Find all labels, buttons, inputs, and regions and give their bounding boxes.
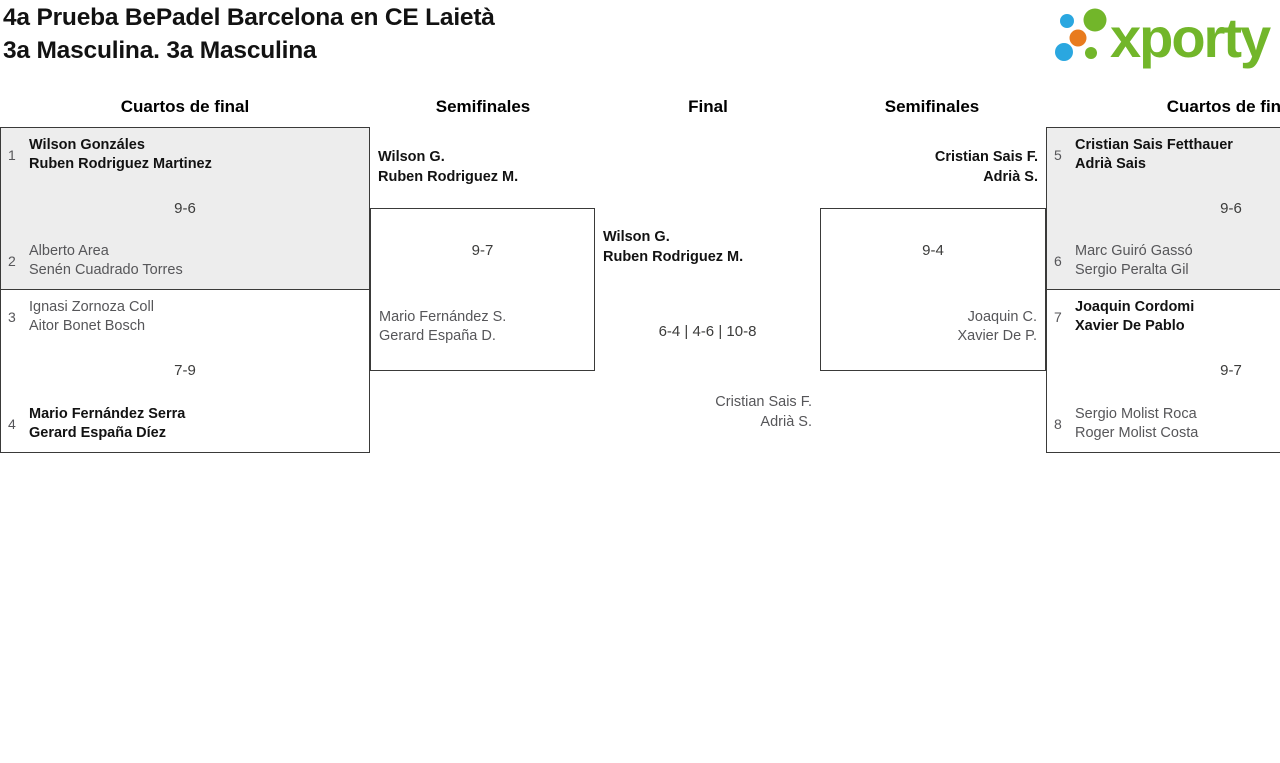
player-name: Ruben Rodriguez M. xyxy=(378,168,519,185)
match-box-qf-left-top: 1 Wilson Gonzáles Ruben Rodriguez Martin… xyxy=(0,127,370,290)
round-header-sf-left: Semifinales xyxy=(435,97,531,116)
team-row: 2 Alberto Area Senén Cuadrado Torres xyxy=(1,242,369,280)
player-name: Cristian Sais F. xyxy=(934,149,1038,165)
team-names-loser: Alberto Area Senén Cuadrado Torres xyxy=(29,242,183,280)
xporty-logo-text: xporty xyxy=(1110,6,1271,69)
player-name: Adrià S. xyxy=(983,168,1038,185)
seed-number: 6 xyxy=(1054,253,1062,269)
team-names-winner: Wilson Gonzáles Ruben Rodriguez Martinez xyxy=(29,136,212,174)
player-name: Sergio Molist Roca xyxy=(1075,406,1197,422)
player-name: Cristian Sais F. xyxy=(715,394,812,410)
player-name: Ruben Rodriguez Martinez xyxy=(29,156,212,172)
match-score: 9-7 xyxy=(1220,362,1242,379)
team-row: 6 Marc Guiró Gassó Sergio Peralta Gil xyxy=(1047,242,1280,280)
seed-number: 4 xyxy=(8,416,16,432)
player-name: Sergio Peralta Gil xyxy=(1075,262,1189,278)
team-names-winner: Cristian Sais Fetthauer Adrià Sais xyxy=(1075,136,1233,174)
player-name: Senén Cuadrado Torres xyxy=(29,262,183,278)
player-name: Roger Molist Costa xyxy=(1075,425,1199,441)
player-name: Wilson G. xyxy=(603,229,670,245)
player-name: Xavier De P. xyxy=(957,328,1037,344)
player-name: Wilson Gonzáles xyxy=(29,137,145,153)
round-header-qf-left: Cuartos de final xyxy=(120,97,250,116)
team-row: 3 Ignasi Zornoza Coll Aitor Bonet Bosch xyxy=(1,298,369,336)
seed-number: 7 xyxy=(1054,309,1062,325)
match-score: 9-4 xyxy=(922,242,944,259)
player-name: Xavier De Pablo xyxy=(1075,318,1185,334)
xporty-logo-graphic: xporty xyxy=(1055,6,1273,69)
logo-dot-blue-small xyxy=(1060,14,1074,28)
logo-dot-orange xyxy=(1069,29,1087,47)
seed-number: 5 xyxy=(1054,147,1062,163)
match-box-sf-left: 9-7 Mario Fernández S. Gerard España D. xyxy=(370,208,595,371)
team-names-winner: Mario Fernández Serra Gerard España Díez xyxy=(29,405,185,443)
round-header-final: Final xyxy=(688,97,728,116)
team-row: 4 Mario Fernández Serra Gerard España Dí… xyxy=(1,405,369,443)
team-names-loser: Sergio Molist Roca Roger Molist Costa xyxy=(1075,405,1198,443)
final-runnerup-label: Cristian Sais F. Adrià S. xyxy=(595,393,812,432)
player-name: Aitor Bonet Bosch xyxy=(29,318,146,334)
match-score: 9-6 xyxy=(1220,199,1242,217)
player-name: Ignasi Zornoza Coll xyxy=(29,299,154,315)
team-names-loser: Ignasi Zornoza Coll Aitor Bonet Bosch xyxy=(29,298,154,336)
logo-dot-green-small xyxy=(1085,47,1097,59)
final-winner-label: Wilson G. Ruben Rodriguez M. xyxy=(603,228,743,267)
player-name: Cristian Sais Fetthauer xyxy=(1075,137,1233,153)
player-name: Ruben Rodriguez M. xyxy=(603,248,744,265)
team-names-loser: Joaquin C. Xavier De P. xyxy=(829,308,1037,346)
logo-dot-green-large xyxy=(1083,8,1107,32)
player-name: Gerard España D. xyxy=(379,328,496,344)
seed-number: 3 xyxy=(8,309,16,325)
player-name: Gerard España Díez xyxy=(29,425,166,441)
match-box-qf-right-bottom: 7 Joaquin Cordomi Xavier De Pablo 9-7 8 … xyxy=(1046,289,1280,453)
team-names-winner: Joaquin Cordomi Xavier De Pablo xyxy=(1075,298,1194,336)
player-name: Alberto Area xyxy=(29,243,109,259)
page-title: 4a Prueba BePadel Barcelona en CE Laietà… xyxy=(3,1,495,67)
team-row: 7 Joaquin Cordomi Xavier De Pablo xyxy=(1047,298,1280,336)
tournament-name: 4a Prueba BePadel Barcelona en CE Laietà xyxy=(3,4,495,31)
seed-number: 8 xyxy=(1054,416,1062,432)
round-header-qf-right: Cuartos de final xyxy=(1166,97,1280,116)
logo-dot-blue-large xyxy=(1055,43,1073,61)
team-row: 8 Sergio Molist Roca Roger Molist Costa xyxy=(1047,405,1280,443)
player-name: Joaquin C. xyxy=(967,309,1037,325)
team-names-loser: Marc Guiró Gassó Sergio Peralta Gil xyxy=(1075,242,1193,280)
match-score: 9-6 xyxy=(174,199,196,217)
final-score: 6-4 | 4-6 | 10-8 xyxy=(658,323,757,340)
player-name: Adrià S. xyxy=(760,413,812,430)
player-name: Marc Guiró Gassó xyxy=(1075,243,1193,259)
player-name: Mario Fernández S. xyxy=(379,309,507,325)
team-names-loser: Mario Fernández S. Gerard España D. xyxy=(379,308,586,346)
match-score: 7-9 xyxy=(174,362,196,379)
sf-left-winner-label: Wilson G. Ruben Rodriguez M. xyxy=(378,148,518,187)
player-name: Adrià Sais xyxy=(1075,156,1146,172)
category-name: 3a Masculina. 3a Masculina xyxy=(3,37,317,64)
player-name: Joaquin Cordomi xyxy=(1075,299,1195,315)
seed-number: 2 xyxy=(8,253,16,269)
round-header-sf-right: Semifinales xyxy=(884,97,980,116)
sf-right-winner-label: Cristian Sais F. Adrià S. xyxy=(820,148,1038,187)
player-name: Wilson G. xyxy=(378,149,445,165)
team-row: 5 Cristian Sais Fetthauer Adrià Sais xyxy=(1047,136,1280,174)
match-box-sf-right: 9-4 Joaquin C. Xavier De P. xyxy=(820,208,1046,371)
match-score: 9-7 xyxy=(471,242,494,259)
match-box-qf-left-bottom: 3 Ignasi Zornoza Coll Aitor Bonet Bosch … xyxy=(0,289,370,453)
player-name: Mario Fernández Serra xyxy=(29,406,186,422)
team-row: 1 Wilson Gonzáles Ruben Rodriguez Martin… xyxy=(1,136,369,174)
match-box-qf-right-top: 5 Cristian Sais Fetthauer Adrià Sais 9-6… xyxy=(1046,127,1280,290)
xporty-logo[interactable]: xporty xyxy=(1048,0,1280,72)
seed-number: 1 xyxy=(8,147,16,163)
